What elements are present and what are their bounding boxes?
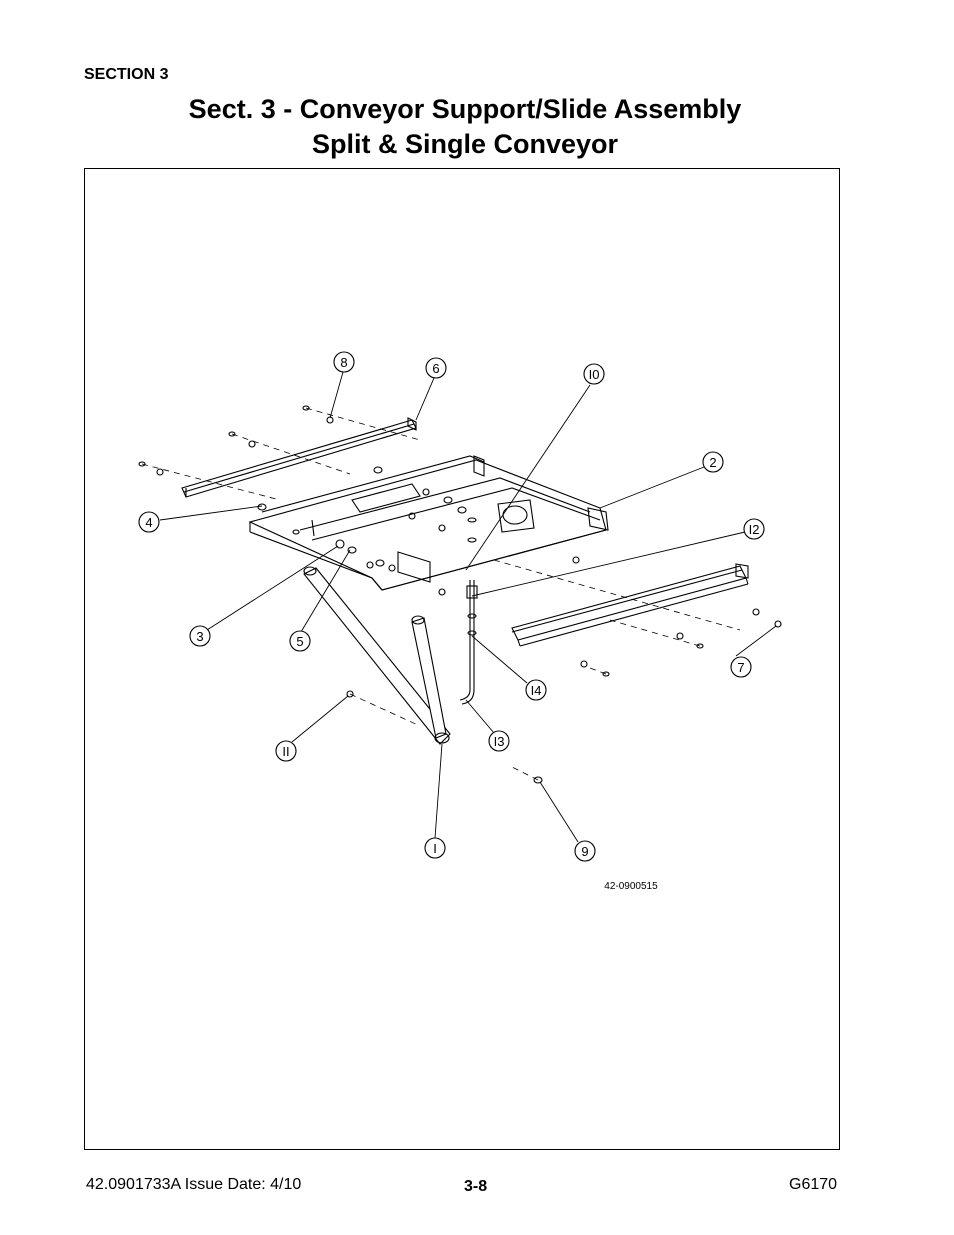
callout-13: I3 [494, 734, 505, 749]
callout-10: I0 [589, 367, 600, 382]
callout-circles [138, 351, 765, 862]
callout-7: 7 [737, 660, 744, 675]
callout-8: 8 [340, 355, 347, 370]
doc-issue: 42.0901733A Issue Date: 4/10 [86, 1176, 302, 1193]
page-title-line2: Split & Single Conveyor [311, 129, 619, 159]
diagram-frame [84, 168, 840, 1150]
page-title-line1: Sect. 3 - Conveyor Support/Slide Assembl… [188, 94, 742, 124]
hardware-bolts [138, 405, 782, 784]
callout-1: I [433, 841, 437, 856]
callout-12: I2 [749, 522, 760, 537]
adjust-rod [459, 517, 478, 705]
assembly-lines [141, 407, 741, 781]
callout-14: I4 [531, 683, 542, 698]
callout-11: II [282, 744, 289, 759]
callout-6: 6 [432, 361, 439, 376]
section-label: SECTION 3 [84, 66, 169, 83]
slide-rail-right [511, 563, 749, 647]
callout-3: 3 [196, 629, 203, 644]
model-number: G6170 [789, 1176, 838, 1193]
page-number: 3-8 [464, 1178, 488, 1195]
callout-5: 5 [296, 634, 303, 649]
callout-9: 9 [581, 844, 588, 859]
callout-leaders [159, 371, 777, 843]
callout-4: 4 [145, 515, 152, 530]
slide-rail-upper [181, 417, 417, 498]
drawing-number: 42-0900515 [604, 881, 658, 892]
brace-arm [303, 566, 451, 745]
support-frame [248, 455, 609, 591]
callout-2: 2 [709, 455, 716, 470]
